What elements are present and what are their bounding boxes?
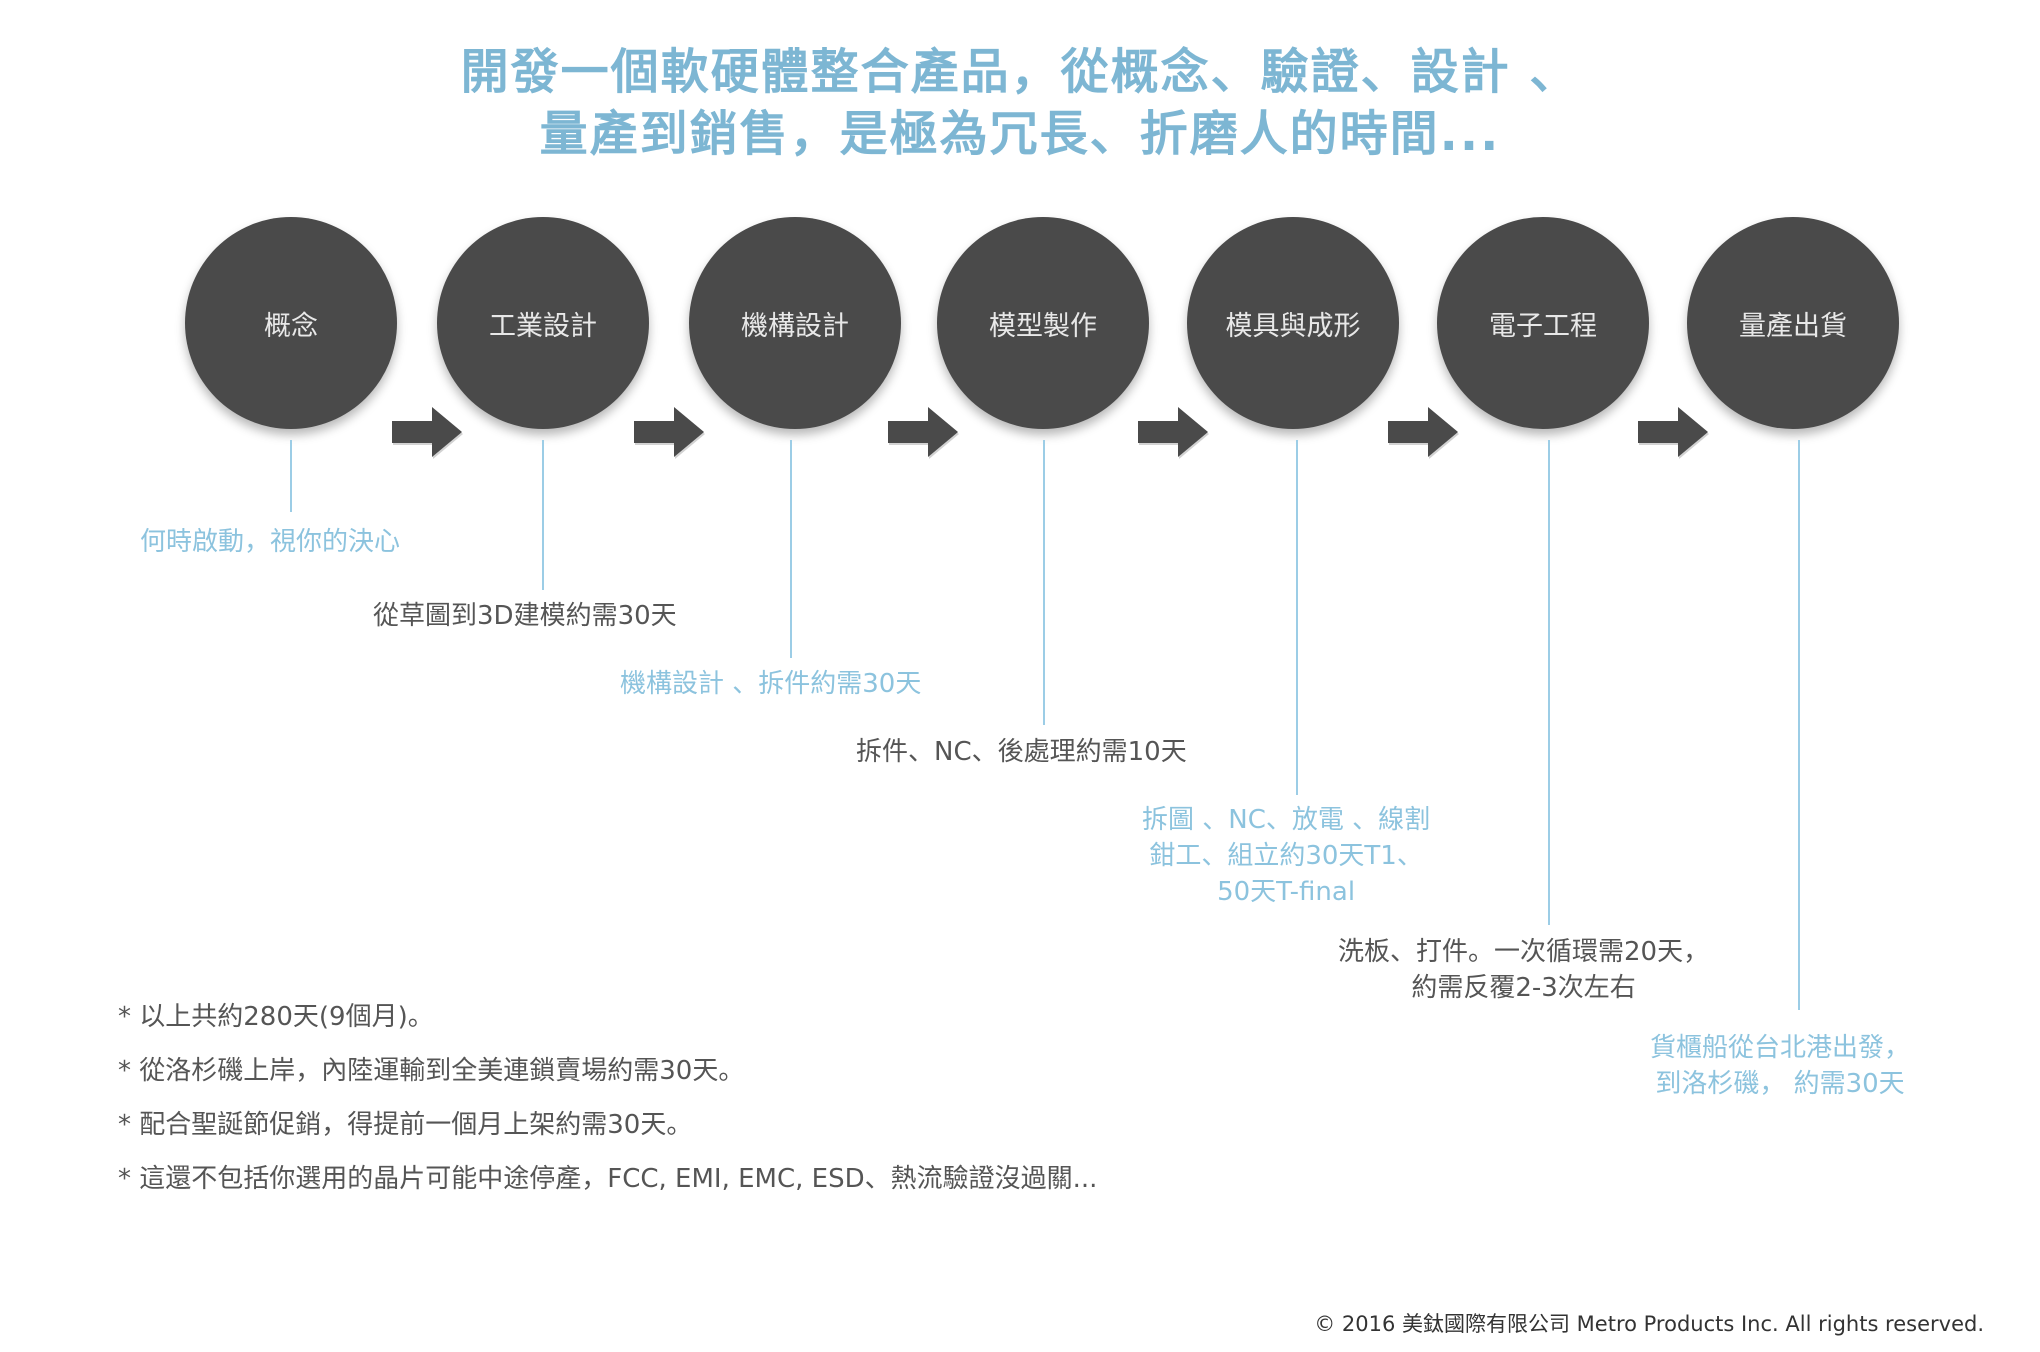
connector-line (1548, 440, 1550, 925)
note-line: 拆件、NC、後處理約需10天 (856, 737, 1187, 767)
arrow-right-icon (1138, 407, 1209, 459)
connector-line (290, 440, 292, 512)
stage-circle-mass-production: 量產出貨 (1687, 217, 1899, 429)
stage-label: 模具與成形 (1225, 310, 1361, 342)
note-line: 50天T-final (1217, 877, 1356, 907)
stage-note-prototype: 拆件、NC、後處理約需10天 (856, 734, 1187, 770)
arrow-right-icon (1388, 407, 1459, 459)
stage-label: 工業設計 (489, 310, 597, 342)
note-line: 何時啟動，視你的決心 (140, 527, 401, 557)
stage-note-electronics: 洗板、打件。一次循環需20天， 約需反覆2-3次左右 (1338, 934, 1709, 1006)
footnote: * 以上共約280天(9個月)。 (118, 1002, 434, 1032)
stage-circle-prototype: 模型製作 (937, 217, 1149, 429)
stage-note-mass-production: 貨櫃船從台北港出發， 到洛杉磯， 約需30天 (1650, 1030, 1910, 1102)
note-line: 機構設計 、拆件約需30天 (620, 669, 922, 699)
note-line: 鉗工、組立約30天T1、 (1149, 841, 1423, 871)
stage-note-concept: 何時啟動，視你的決心 (140, 524, 400, 560)
arrow-right-icon (888, 407, 959, 459)
footnote: * 從洛杉磯上岸，內陸運輸到全美連鎖賣場約需30天。 (118, 1056, 745, 1086)
footnote: * 配合聖誕節促銷，得提前一個月上架約需30天。 (118, 1110, 693, 1140)
connector-line (790, 440, 792, 658)
page-title-line-2: 量產到銷售，是極為冗長、折磨人的時間... (539, 106, 1501, 162)
connector-line (1043, 440, 1045, 725)
stage-circle-industrial-design: 工業設計 (437, 217, 649, 429)
stage-circle-mechanical-design: 機構設計 (689, 217, 901, 429)
stage-note-industrial-design: 從草圖到3D建模約需30天 (373, 598, 677, 634)
stage-label: 機構設計 (741, 310, 849, 342)
stage-label: 概念 (264, 310, 318, 342)
stage-note-tooling: 拆圖 、NC、放電 、線割 鉗工、組立約30天T1、 50天T-final (1142, 802, 1430, 910)
page-title-line-1: 開發一個軟硬體整合產品，從概念、驗證、設計 、 (460, 44, 1580, 100)
stage-label: 量產出貨 (1739, 310, 1847, 342)
stage-circle-tooling: 模具與成形 (1187, 217, 1399, 429)
note-line: 到洛杉磯， 約需30天 (1655, 1069, 1905, 1099)
copyright: © 2016 美鈦國際有限公司 Metro Products Inc. All … (1314, 1312, 1984, 1336)
note-line: 拆圖 、NC、放電 、線割 (1142, 805, 1431, 835)
footnote: * 這還不包括你選用的晶片可能中途停產，FCC, EMI, EMC, ESD、熱… (118, 1164, 1098, 1194)
note-line: 貨櫃船從台北港出發， (1650, 1033, 1911, 1063)
connector-line (1798, 440, 1800, 1010)
stage-circle-concept: 概念 (185, 217, 397, 429)
arrow-right-icon (634, 407, 705, 459)
stage-note-mechanical-design: 機構設計 、拆件約需30天 (620, 666, 921, 702)
stage-label: 電子工程 (1489, 310, 1597, 342)
note-line: 洗板、打件。一次循環需20天， (1338, 937, 1710, 967)
note-line: 從草圖到3D建模約需30天 (373, 601, 677, 631)
note-line: 約需反覆2-3次左右 (1411, 973, 1636, 1003)
arrow-right-icon (1638, 407, 1709, 459)
stage-label: 模型製作 (989, 310, 1097, 342)
arrow-right-icon (392, 407, 463, 459)
connector-line (1296, 440, 1298, 795)
stage-circle-electronics: 電子工程 (1437, 217, 1649, 429)
connector-line (542, 440, 544, 590)
